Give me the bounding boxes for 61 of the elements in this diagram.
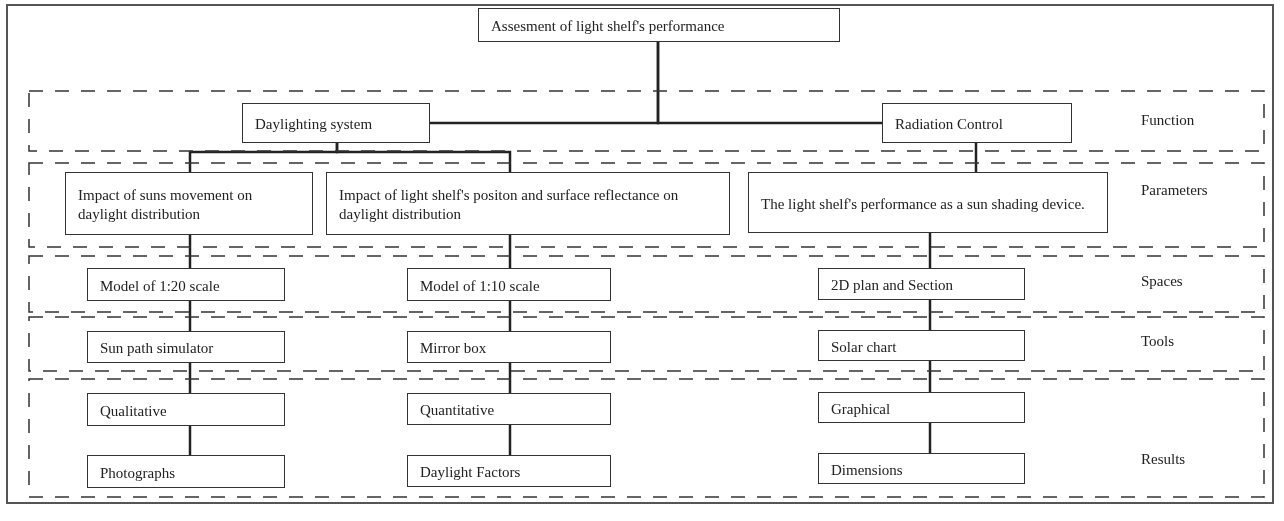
connector-line xyxy=(188,301,192,331)
process-box xyxy=(407,331,611,363)
box-label: Qualitative xyxy=(100,401,167,421)
box-label: Daylighting system xyxy=(255,115,373,134)
box-label: Assesment of light shelf's performance xyxy=(491,17,725,36)
process-box xyxy=(818,268,1025,300)
box-label: Model of 1:10 scale xyxy=(420,276,540,296)
dashed-band xyxy=(28,162,1265,248)
band-label: Tools xyxy=(1141,333,1175,350)
connector-line xyxy=(928,233,932,268)
box-label: Impact of suns movement on daylight distribution xyxy=(78,186,254,224)
process-box xyxy=(818,330,1025,361)
connector-line xyxy=(928,423,932,453)
connector-line xyxy=(656,42,882,125)
process-box xyxy=(818,392,1025,423)
box-label: Solar chart xyxy=(831,337,897,357)
band-label: Spaces xyxy=(1141,273,1183,290)
process-box xyxy=(87,393,285,426)
process-box xyxy=(87,268,285,301)
process-box xyxy=(242,103,430,143)
process-box xyxy=(326,172,730,235)
box-label: Radiation Control xyxy=(895,115,1003,134)
connector-line xyxy=(188,235,192,268)
connector-line xyxy=(508,425,512,455)
box-label: Photographs xyxy=(100,463,175,483)
dashed-band xyxy=(28,378,1265,498)
process-box xyxy=(87,331,285,363)
connector-line xyxy=(335,143,512,172)
process-box xyxy=(407,393,611,425)
box-label: Mirror box xyxy=(420,339,487,358)
process-box xyxy=(65,172,313,235)
box-label: Graphical xyxy=(831,399,891,419)
box-label: Quantitative xyxy=(420,401,495,420)
process-box xyxy=(478,8,840,42)
process-box xyxy=(407,268,611,301)
process-box xyxy=(882,103,1072,143)
band-label: Parameters xyxy=(1141,182,1208,199)
box-label: 2D plan and Section xyxy=(831,276,954,295)
connector-line xyxy=(188,363,192,393)
connector-line xyxy=(928,361,932,392)
band-label: Results xyxy=(1141,451,1186,468)
connector-line xyxy=(508,363,512,393)
process-box xyxy=(748,172,1108,233)
dashed-band xyxy=(28,255,1265,313)
box-label: Daylight Factors xyxy=(420,463,521,482)
band-label: Function xyxy=(1141,112,1195,129)
process-box xyxy=(407,455,611,487)
connector-line xyxy=(974,143,978,172)
dashed-band xyxy=(28,316,1265,372)
box-label: Model of 1:20 scale xyxy=(100,276,220,296)
box-label: The light shelf's performance as a sun shading device. xyxy=(761,194,1085,214)
dashed-band xyxy=(28,90,1265,152)
process-box xyxy=(87,455,285,488)
process-box xyxy=(818,453,1025,484)
box-label: Impact of light shelf's positon and surface reflectance on daylight distribution xyxy=(339,186,680,224)
box-label: Dimensions xyxy=(831,460,903,480)
connector-line xyxy=(508,235,512,268)
connector-line xyxy=(928,300,932,330)
connector-line xyxy=(188,426,192,455)
box-label: Sun path simulator xyxy=(100,339,214,358)
connector-line xyxy=(508,301,512,331)
